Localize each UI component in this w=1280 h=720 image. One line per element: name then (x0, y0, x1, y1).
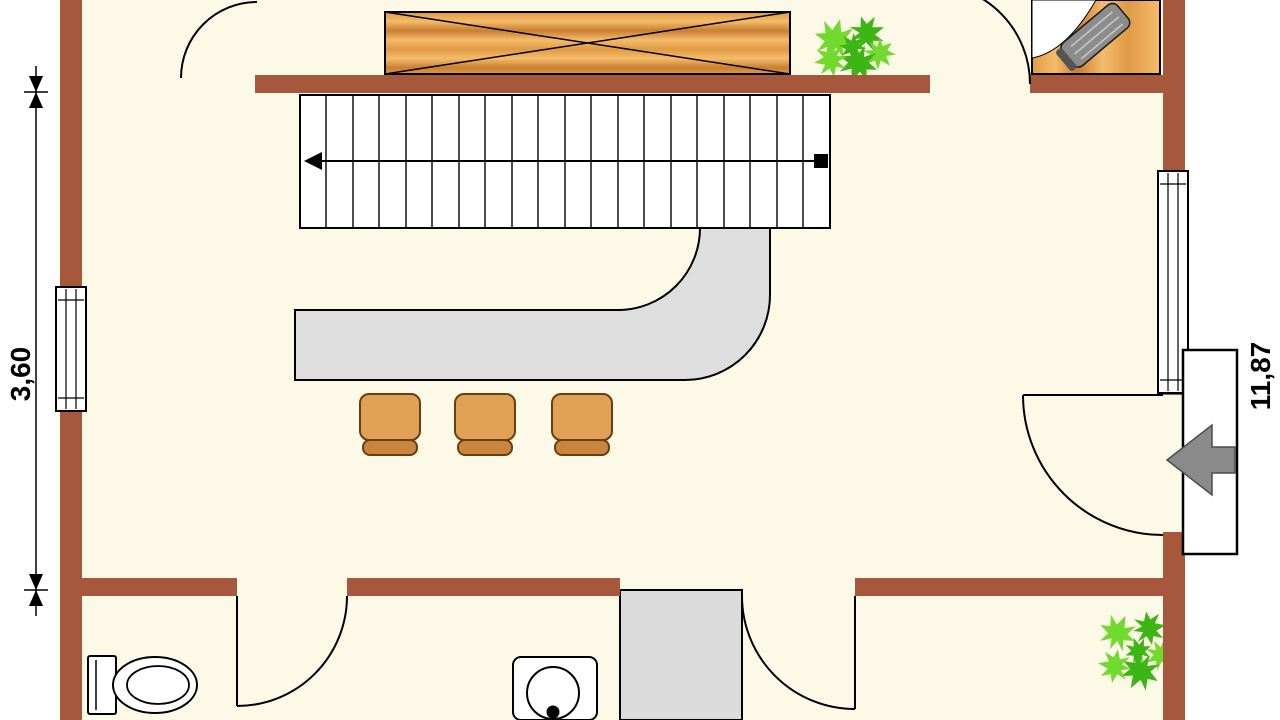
door-swing-top-left (180, 1, 258, 79)
door-swing-top-right (982, 0, 1031, 85)
duct-shaft (619, 589, 743, 720)
dimension-left (24, 66, 48, 616)
bar-stool (454, 393, 516, 456)
door-swing-bottom-right (741, 595, 856, 710)
bar-stool (551, 393, 613, 456)
bar-stool (359, 393, 421, 456)
crossed-table (384, 11, 791, 75)
door-swings (180, 0, 1164, 710)
stair-start-marker (814, 154, 828, 168)
dim-arrowhead (29, 590, 43, 606)
wall-top-main (255, 75, 930, 93)
wall-top-right (1030, 75, 1163, 93)
entrance-arrow (1165, 423, 1236, 497)
dimension-label-right: 11,87 (1245, 342, 1276, 411)
wall-bottom-a (82, 578, 237, 596)
window-left (55, 286, 87, 412)
desk-chair (1056, 2, 1131, 71)
dimension-label-left: 3,60 (5, 347, 36, 402)
wall-bottom-b (347, 578, 620, 596)
staircase (299, 94, 831, 229)
door-swing-bottom-left (236, 595, 348, 707)
wall-bottom-c (855, 578, 1163, 596)
window-right (1157, 170, 1189, 394)
dim-arrowhead (29, 92, 43, 108)
dim-arrowhead (29, 76, 43, 92)
wall-right-bottom (1163, 532, 1185, 720)
toilet (87, 655, 198, 715)
stair-direction-arrowhead (304, 152, 322, 170)
dim-arrowhead (29, 574, 43, 590)
bar-stools (359, 393, 613, 456)
kitchen-counter (294, 227, 771, 381)
door-swing-entrance (1022, 394, 1164, 536)
desk (1031, 0, 1161, 75)
boiler (512, 656, 598, 720)
